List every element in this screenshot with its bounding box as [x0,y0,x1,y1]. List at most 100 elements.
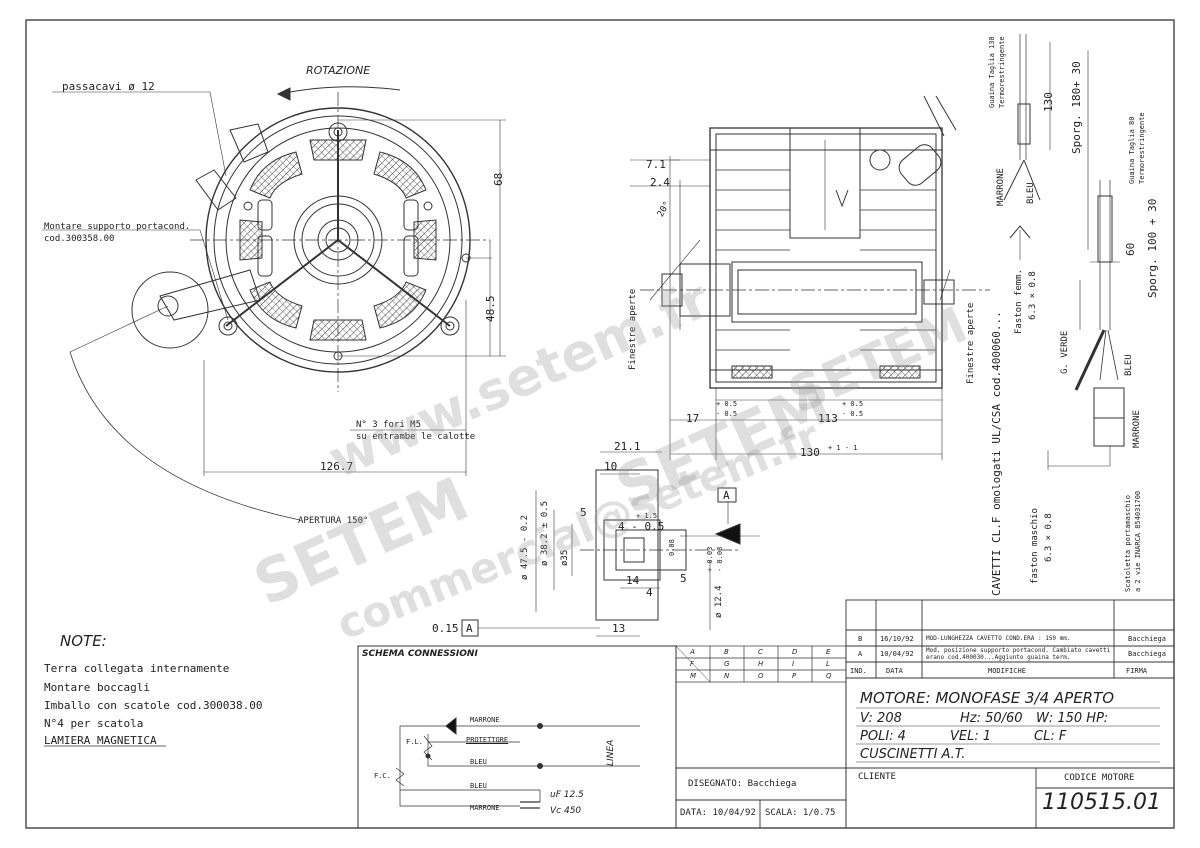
wires-spec: CAVETTI CL.F omologati UL/CSA cod.400060… [990,311,1003,596]
dim-5: 5 [580,506,587,519]
tol-130: + 1 - 1 [828,444,858,452]
note-line: Imballo con scatole cod.300038.00 [44,699,263,712]
frequency: Hz: 50/60 [960,711,1023,726]
schema-voltage: Vc 450 [550,806,582,816]
motor-code-label: CODICE MOTORE [1064,773,1135,783]
dim-126-7: 126.7 [320,460,354,473]
sleeve-130: Guaina Taglia 130 [988,36,996,108]
overhang-180: Sporg. 180+ 30 [1070,61,1083,154]
tol-1-5: + 1.5 [636,512,658,520]
tolerance-ref: A [466,622,473,635]
bearings: CUSCINETTI A.T. [860,747,966,762]
grid-cell: M [690,672,697,680]
grid-cell: G [724,660,730,668]
shaft-detail [461,451,760,637]
note-line: Montare boccagli [44,681,150,694]
drawing-date: DATA: 10/04/92 [680,808,756,818]
motor-side-view [630,95,990,460]
support-note: Montare supporto portacond. [44,222,191,232]
grid-cell: F [690,660,695,668]
tolerance-value: 0.15 [432,622,459,635]
tol-minus-0-03: - 0.03 [716,546,724,572]
wiring-schematic [357,645,677,829]
faston-female-dim: 6.3 × 0.8 [1028,271,1038,320]
tol-113-minus: - 0.5 [842,410,864,418]
cable-passage-label: passacavi ø 12 [62,80,155,93]
tol-17-minus: - 0.5 [716,410,738,418]
grid-cell: C [758,648,763,656]
motor-front-view [42,86,506,521]
voltage: V: 208 [860,711,902,726]
dim-7-1: 7.1 [646,158,666,171]
dim-10: 10 [604,460,618,473]
overhang-100: Sporg. 100 + 30 [1146,198,1159,298]
grid-cell: H [758,660,764,668]
rev-ind: B [858,635,863,643]
tol-17-plus: + 0.5 [716,400,738,408]
rev-mod: Mod. posizione supporto portacond. Cambi… [926,647,1111,661]
schema-blue-b: BLEU [470,782,487,790]
schema-protector: PROTETTORE [466,736,509,744]
wire-blue-2: BLEU [1124,354,1134,376]
drawn-by: DISEGNATO: Bacchiega [688,779,797,789]
dim-130: 130 [800,446,820,459]
rev-signature: Bacchiega [1128,635,1166,643]
rev-header-signature: FIRMA [1126,667,1148,675]
wire-brown-2: MARRONE [1132,410,1142,448]
holes-note: N° 3 fori M5 [356,420,422,430]
rev-header-ind: IND. [850,667,867,675]
note-line: Terra collegata internamente [44,662,230,675]
schema-fl: F.L. [406,738,423,746]
dia-12-4: ø 12.4 [714,585,724,618]
dim-14: 14 [626,574,640,587]
dim-113: 113 [818,412,838,425]
heat-shrink-1: Termorestringente [998,36,1006,108]
wire-green: G. VERDE [1060,330,1070,374]
rev-header-mod: MODIFICHE [988,667,1026,675]
schema-blue-a: BLEU [470,758,487,766]
motor-code: 110515.01 [1042,790,1161,815]
rev-date: 10/04/92 [880,650,914,658]
schema-line: LINEA [606,739,616,766]
grid-cell: O [758,672,764,680]
dim-68: 68 [492,172,505,186]
schema-title: SCHEMA CONNESSIONI [362,649,478,659]
tol-0-08: 0.08 [668,539,676,556]
dim-48-5: 48.5 [484,295,497,323]
grid-cell: L [826,660,830,668]
faston-male: faston maschio [1030,508,1040,584]
note-line: N°4 per scatola [44,717,144,730]
rev-signature: Bacchiega [1128,650,1166,658]
schema-brown-a: MARRONE [470,716,500,724]
connector-box-2: a 2 vie INARCA 854031700 [1134,490,1142,592]
schema-capacitance: uF 12.5 [550,790,584,800]
rev-date: 16/10/92 [880,635,914,643]
dim-5b: 5 [680,572,687,585]
dim-2-4: 2.4 [650,176,670,189]
holes-note-2: su entrambe le calotte [356,432,476,442]
dim-cable-60: 60 [1124,242,1137,256]
faston-female: Faston femm. [1014,268,1024,334]
dim-17: 17 [686,412,700,425]
dim-21-1: 21.1 [614,440,641,453]
dim-4: 4 - 0.5 [618,520,665,533]
notes-title: NOTE: [60,632,107,650]
rotation-label: ROTAZIONE [306,64,371,77]
opening-label: APERTURA 150° [298,516,369,526]
faston-male-dim: 6.3 × 0.8 [1044,513,1054,562]
connector-box: Scatoletta portamaschio [1124,495,1132,592]
tol-113-plus: + 0.5 [842,400,864,408]
speed: VEL: 1 [950,729,992,744]
grid-cell: I [792,660,795,668]
dim-cable-130: 130 [1042,92,1055,112]
heat-shrink-2: Termorestringente [1138,112,1146,184]
schema-fc: F.C. [374,772,391,780]
grid-cell: Q [826,672,832,680]
wire-blue-1: BLEU [1026,182,1036,204]
cable-details [1003,34,1125,470]
grid-cell: P [792,672,797,680]
power: W: 150 HP: [1036,711,1109,726]
grid-cell: B [724,648,729,656]
rev-mod: MOD-LUNGHEZZA CAVETTO COND.ERA : 150 mm. [926,635,1071,642]
